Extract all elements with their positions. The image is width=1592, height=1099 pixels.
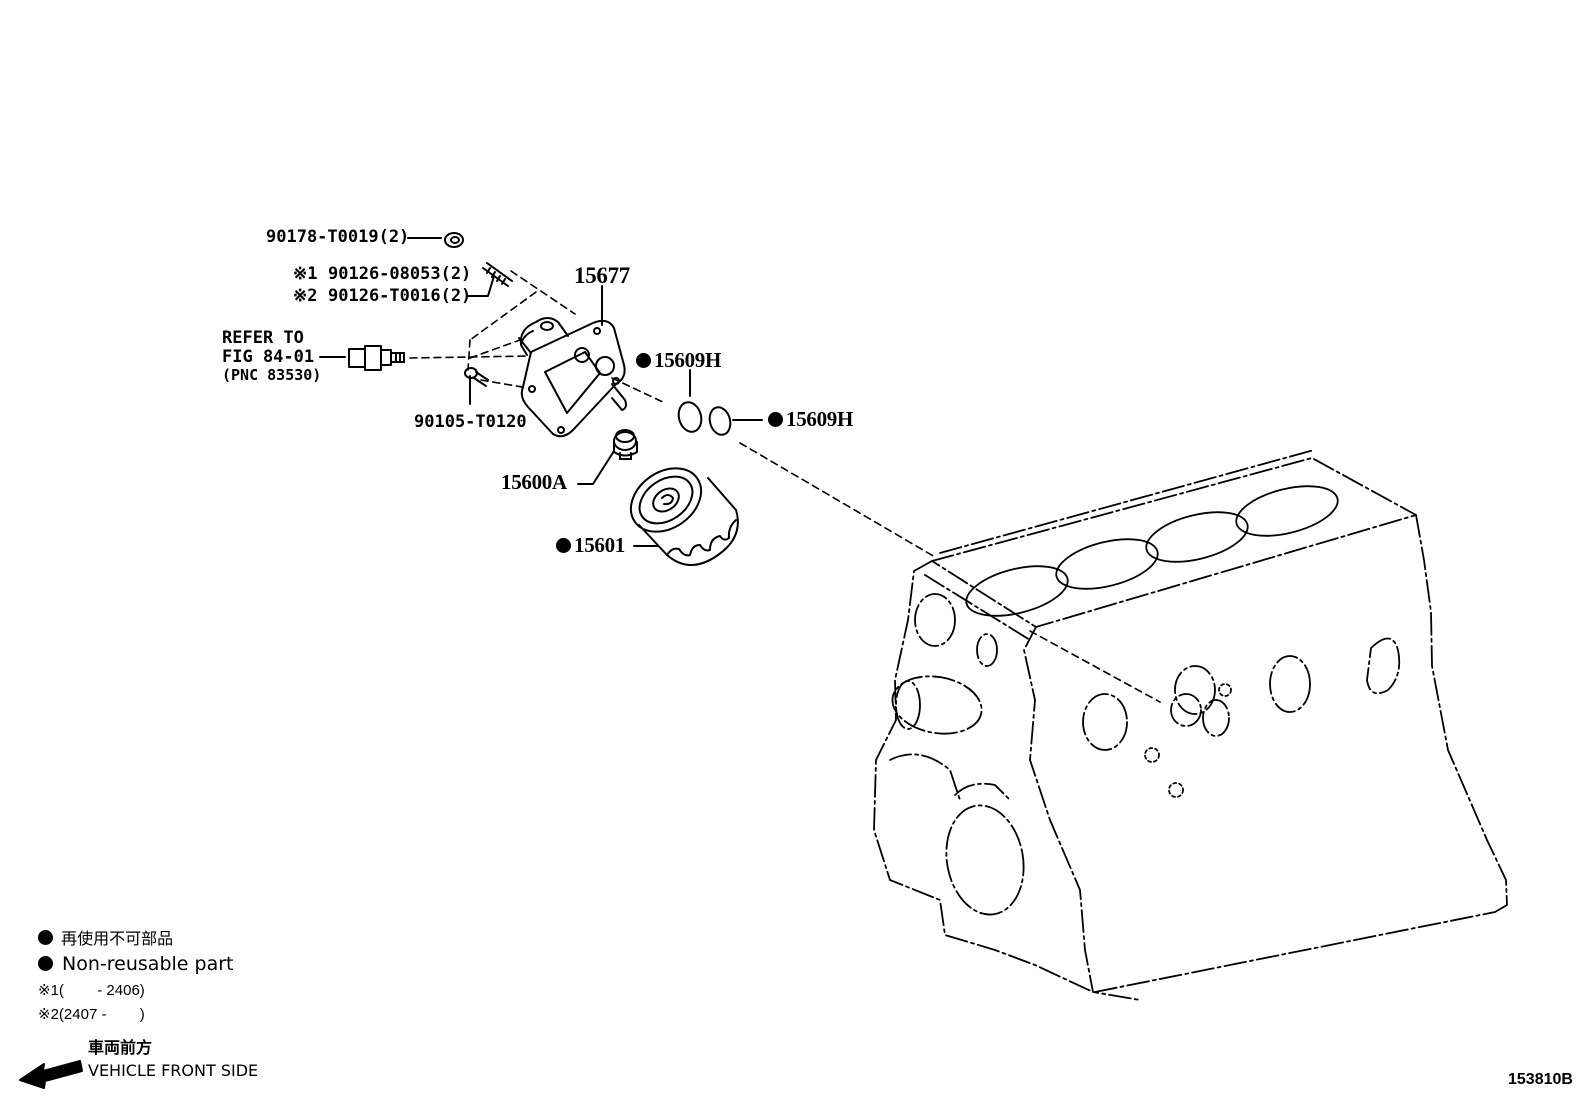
vehicle-front-jp: 車両前方: [88, 1038, 153, 1057]
cylinder-block: [873, 449, 1508, 1001]
part-label-15609h-b[interactable]: 15609H: [768, 409, 853, 430]
figure-id: 153810B: [1508, 1071, 1573, 1088]
oil-filter-bracket-15677: [518, 317, 627, 438]
legend-nonreusable-en: Non-reusable part: [38, 955, 233, 974]
legend-note2: ※2(2407 - ): [38, 1006, 145, 1023]
non-reusable-dot-icon: [636, 353, 651, 368]
part-label-15609h-a[interactable]: 15609H: [636, 350, 721, 371]
leader-lines: [319, 237, 763, 547]
note1-marker: ※1: [293, 264, 318, 284]
part-label-90178[interactable]: 90178-T0019(2): [266, 227, 410, 247]
part-label-90126-1[interactable]: 90126-08053(2): [328, 264, 472, 284]
bullet-dot-icon: [38, 956, 53, 971]
note2-marker: ※2: [293, 286, 318, 306]
vehicle-front-en: VEHICLE FRONT SIDE: [88, 1061, 259, 1080]
non-reusable-dot-icon: [556, 538, 571, 553]
bolt-90105: [464, 367, 489, 387]
bullet-dot-icon: [38, 930, 53, 945]
vehicle-front-arrow: [19, 1060, 83, 1089]
stud-bolt-90126: [482, 262, 513, 287]
nut-90178: [444, 232, 464, 248]
assembly-lines: [409, 270, 1161, 703]
part-label-15677[interactable]: 15677: [574, 263, 631, 288]
non-reusable-dot-icon: [768, 412, 783, 427]
oil-filter-15601: [629, 467, 739, 566]
refer-to-label: REFER TO: [222, 328, 304, 348]
legend-note1: ※1( - 2406): [38, 982, 145, 999]
union-bolt-15600a: [613, 429, 638, 460]
part-label-90105[interactable]: 90105-T0120: [414, 412, 527, 432]
part-label-15601[interactable]: 15601: [556, 535, 625, 556]
part-label-90126-2[interactable]: 90126-T0016(2): [328, 286, 472, 306]
legend-nonreusable-jp: 再使用不可部品: [38, 930, 173, 947]
part-label-15600a[interactable]: 15600A: [501, 470, 567, 494]
refer-fig-link[interactable]: FIG 84-01: [222, 347, 315, 367]
refer-pnc-label: (PNC 83530): [222, 366, 322, 384]
oil-pressure-switch: [348, 345, 405, 371]
o-rings-15609h: [677, 401, 732, 436]
